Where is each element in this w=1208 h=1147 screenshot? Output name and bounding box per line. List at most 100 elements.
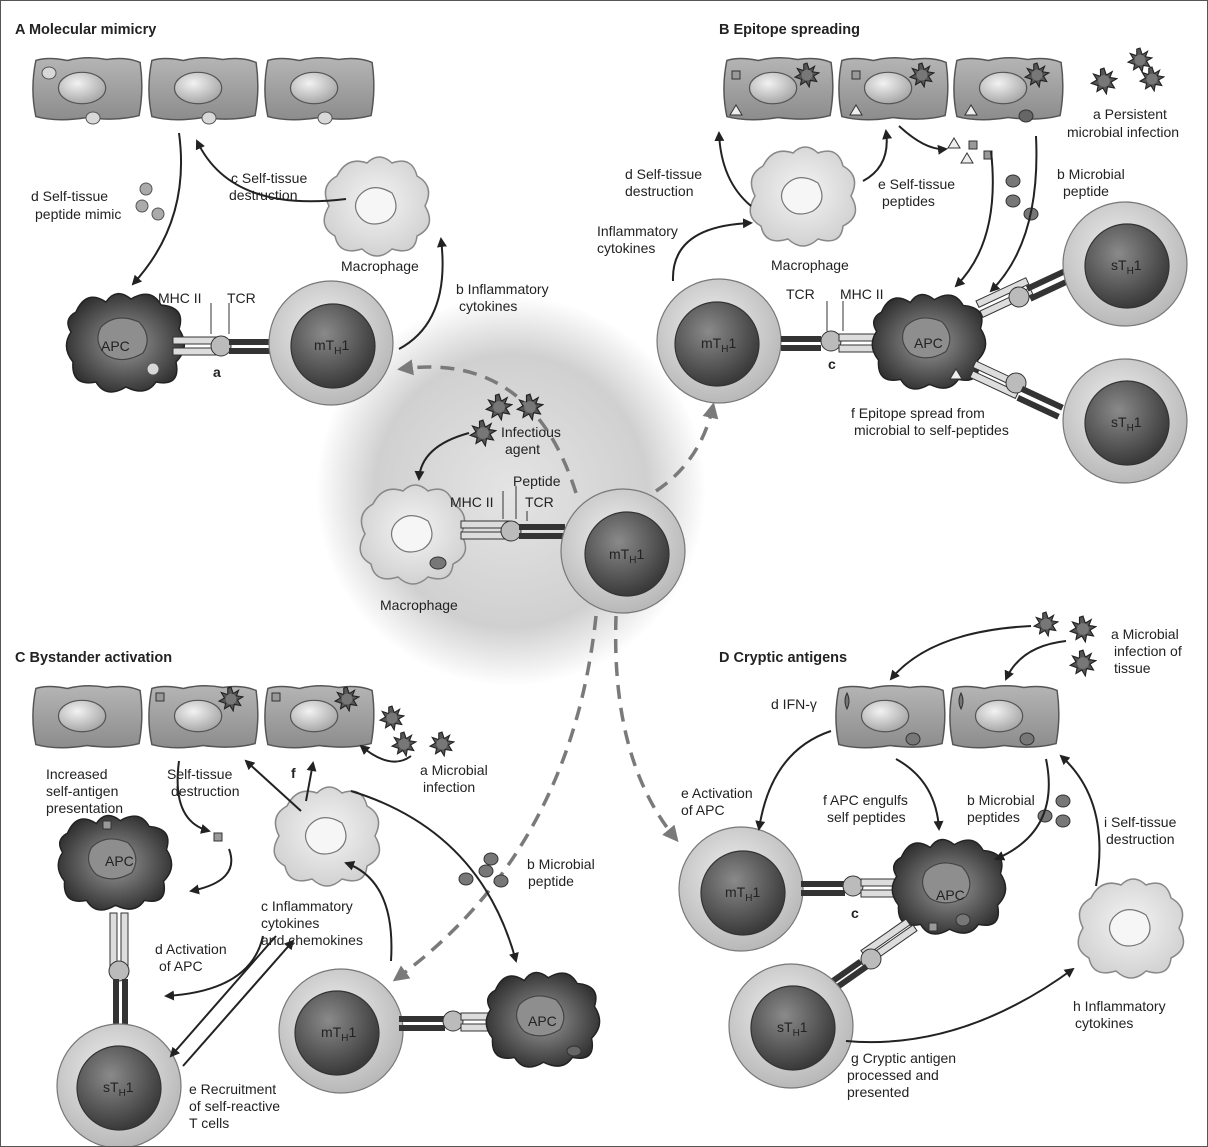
microbe-icon <box>1069 615 1097 643</box>
step-c-label-2: cytokines <box>261 915 319 931</box>
mth1-label: mTH1 <box>701 335 736 355</box>
step-b-label: b Microbial <box>527 856 595 872</box>
panel-c: C Bystander activation Increased self-an… <box>15 650 601 1146</box>
microbe-icon <box>1069 649 1097 677</box>
microbe-icon <box>1139 66 1165 92</box>
tissue-cell <box>32 684 143 749</box>
peptide-label: Peptide <box>513 473 561 489</box>
step-b-label-2: peptide <box>1063 183 1109 199</box>
step-c-label-3: and chemokines <box>261 932 363 948</box>
increased-label: Increased <box>46 766 107 782</box>
mth1-label: mTH1 <box>314 337 349 357</box>
step-a-label: a Persistent <box>1093 106 1167 122</box>
step-d-label: d Activation <box>155 941 227 957</box>
tissue-cell <box>723 56 834 121</box>
step-a-label-2: infection of <box>1114 643 1182 659</box>
step-c-label: c Self-tissue <box>231 170 307 186</box>
tissue-cell <box>835 684 946 749</box>
step-e-label-2: of APC <box>681 802 725 818</box>
step-letter: f <box>291 765 296 781</box>
microbe-icon <box>429 731 455 757</box>
apc-label: APC <box>105 853 134 869</box>
step-g-label-3: presented <box>847 1084 909 1100</box>
inflammatory-label: Inflammatory <box>597 223 678 239</box>
center-infection: Infectious agent Macrophage MHC II Pepti… <box>359 359 719 982</box>
tcr-label: TCR <box>786 286 815 302</box>
mth1-label: mTH1 <box>321 1024 356 1044</box>
macrophage <box>323 156 431 257</box>
step-i-label: i Self-tissue <box>1104 814 1177 830</box>
tcr-label: TCR <box>525 494 554 510</box>
step-d-label-2: peptide mimic <box>35 206 121 222</box>
panel-d: D Cryptic antigens a Microbial infection… <box>678 611 1185 1100</box>
step-letter: a <box>213 364 221 380</box>
step-e-label: e Activation <box>681 785 753 801</box>
step-e-label-2: peptides <box>882 193 935 209</box>
step-d-label: d IFN-γ <box>771 696 817 712</box>
cytokines-label: cytokines <box>597 240 655 256</box>
panel-d-title: D Cryptic antigens <box>719 650 847 666</box>
step-d-label: d Self-tissue <box>625 166 702 182</box>
step-h-label: h Inflammatory <box>1073 998 1166 1014</box>
step-b-label: b Microbial <box>967 792 1035 808</box>
step-a-label-3: tissue <box>1114 660 1151 676</box>
mth1-label: mTH1 <box>609 546 644 566</box>
step-e-label: e Recruitment <box>189 1081 276 1097</box>
step-e-label: e Self-tissue <box>878 176 955 192</box>
apc-label: APC <box>914 335 943 351</box>
panel-c-title: C Bystander activation <box>15 650 172 666</box>
step-b-label-2: peptides <box>967 809 1020 825</box>
step-b-label: b Microbial <box>1057 166 1125 182</box>
step-f-label: f APC engulfs <box>823 792 908 808</box>
tissue-cell <box>148 684 259 749</box>
t-cell-nucleus <box>290 303 376 389</box>
macrophage-label: Macrophage <box>341 258 419 274</box>
step-letter: c <box>851 905 859 921</box>
step-f-label-2: self peptides <box>827 809 906 825</box>
apc-label: APC <box>101 338 130 354</box>
step-d-label: d Self-tissue <box>31 188 108 204</box>
sth1-label: sTH1 <box>103 1079 134 1099</box>
step-f-label-2: microbial to self-peptides <box>854 422 1009 438</box>
infectious-label: Infectious <box>501 424 561 440</box>
self-tissue-label: Self-tissue <box>167 766 233 782</box>
destruction-label: destruction <box>171 783 239 799</box>
microbe-icon <box>379 705 405 731</box>
step-h-label-2: cytokines <box>1075 1015 1133 1031</box>
step-a-label: a Microbial <box>420 762 488 778</box>
step-d-label-2: of APC <box>159 958 203 974</box>
mhc-ii-label: MHC II <box>158 290 202 306</box>
tissue-cell <box>264 684 375 749</box>
step-a-label-2: infection <box>423 779 475 795</box>
macrophage <box>1077 878 1185 979</box>
sth1-label: sTH1 <box>1111 257 1142 277</box>
panel-b: B Epitope spreading a Persistent microbi… <box>597 22 1188 484</box>
step-c-label: c Inflammatory <box>261 898 353 914</box>
panel-b-title: B Epitope spreading <box>719 22 860 38</box>
step-a-label: a Microbial <box>1111 626 1179 642</box>
sth1-label: sTH1 <box>1111 414 1142 434</box>
step-i-label-2: destruction <box>1106 831 1174 847</box>
mhc-ii-label: MHC II <box>450 494 494 510</box>
step-b-label-2: peptide <box>528 873 574 889</box>
macrophage-label: Macrophage <box>380 597 458 613</box>
apc-label: APC <box>936 887 965 903</box>
mth1-label: mTH1 <box>725 884 760 904</box>
tissue-cell <box>148 56 259 121</box>
panel-a-title: A Molecular mimicry <box>15 22 156 38</box>
presentation-label: presentation <box>46 800 123 816</box>
tcr-label: TCR <box>227 290 256 306</box>
microbe-icon <box>1090 67 1118 95</box>
sth1-label: sTH1 <box>777 1019 808 1039</box>
step-b-label: b Inflammatory <box>456 281 549 297</box>
panel-a: A Molecular mimicry Macrophage APC MHC I… <box>15 22 549 406</box>
agent-label: agent <box>505 441 540 457</box>
self-antigen-label: self-antigen <box>46 783 118 799</box>
macrophage-label: Macrophage <box>771 257 849 273</box>
step-e-label-2: of self-reactive <box>189 1098 280 1114</box>
tissue-cell <box>264 56 375 121</box>
step-e-label-3: T cells <box>189 1115 229 1131</box>
step-g-label-2: processed and <box>847 1067 939 1083</box>
step-a-label-2: microbial infection <box>1067 124 1179 140</box>
